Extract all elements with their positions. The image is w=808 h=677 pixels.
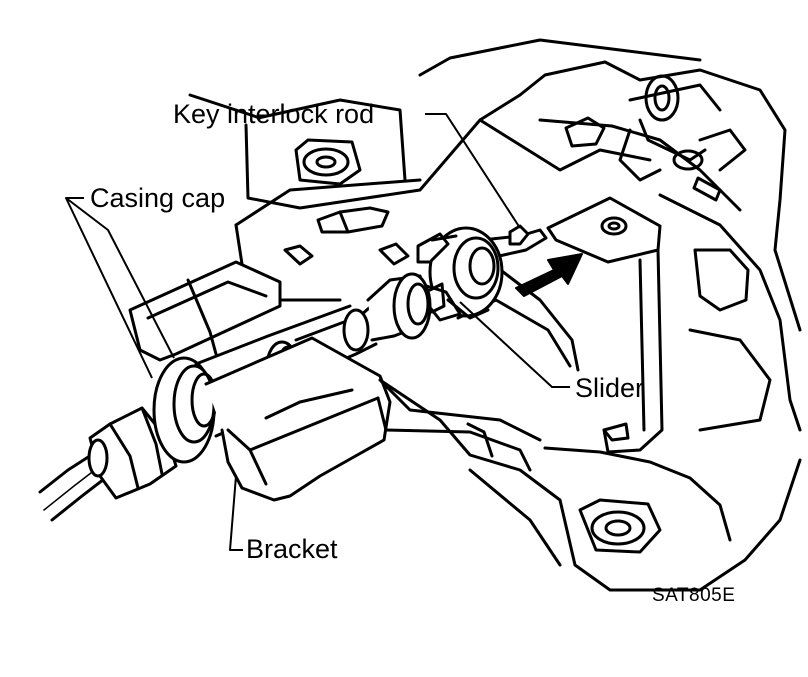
figure-code: SAT805E — [652, 585, 736, 606]
label-casing-cap: Casing cap — [90, 183, 226, 213]
leader-bracket — [229, 475, 243, 551]
slider-head — [416, 226, 504, 322]
cable-bracket — [128, 260, 542, 502]
leader-casing-cap-2 — [65, 197, 175, 359]
label-bracket: Bracket — [246, 534, 338, 564]
direction-arrow-icon — [515, 253, 583, 297]
leader-lines — [65, 113, 570, 551]
label-slider: Slider — [575, 373, 645, 403]
transmission-housing — [188, 38, 802, 592]
clip — [316, 206, 390, 234]
label-key-interlock-rod: Key interlock rod — [173, 99, 375, 129]
leader-casing-cap-1 — [65, 197, 153, 379]
slider-bracket — [546, 196, 664, 454]
leader-slider — [459, 301, 570, 388]
leader-key-interlock-rod — [425, 113, 521, 229]
